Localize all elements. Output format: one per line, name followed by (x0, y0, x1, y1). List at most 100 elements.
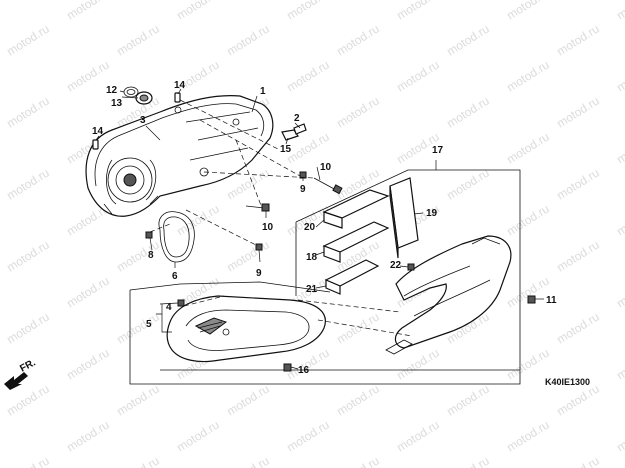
watermark-text: motod.ru (0, 0, 2, 23)
watermark-text: motod.ru (4, 94, 52, 131)
front-direction-arrow-icon (4, 372, 28, 390)
watermark-text: motod.ru (334, 310, 382, 347)
watermark-text: motod.ru (554, 166, 602, 203)
callout-5: 5 (146, 319, 152, 330)
watermark-text: motod.ru (114, 22, 162, 59)
watermark-text: motod.ru (554, 310, 602, 347)
watermark-text: motod.ru (114, 382, 162, 419)
clip-2 (293, 123, 307, 135)
callout-6: 6 (172, 271, 178, 282)
watermark-text: motod.ru (174, 418, 222, 455)
watermark-text: motod.ru (0, 418, 2, 455)
watermark-text: motod.ru (554, 238, 602, 275)
callout-3: 3 (140, 115, 146, 126)
callout-12: 12 (106, 85, 118, 96)
callout-8: 8 (148, 250, 154, 261)
diagram-code: K40IE1300 (545, 377, 590, 387)
callout-4: 4 (166, 302, 172, 313)
filter-19 (389, 177, 419, 259)
bolt-11 (527, 295, 544, 304)
watermark-text: motod.ru (284, 58, 332, 95)
watermark-text: motod.ru (394, 346, 442, 383)
watermark-text: motod.ru (614, 0, 625, 23)
watermark-text: motod.ru (334, 94, 382, 131)
watermark-text: motod.ru (554, 382, 602, 419)
watermark-text: motod.ru (554, 22, 602, 59)
watermark-text: motod.ru (614, 58, 625, 95)
callout-9: 9 (256, 268, 262, 279)
watermark-text: motod.ru (614, 418, 625, 455)
watermark-text: motod.ru (444, 382, 492, 419)
callout-2: 2 (294, 113, 300, 124)
callout-11: 11 (546, 295, 557, 306)
watermark-text: motod.ru (114, 454, 162, 468)
callout-10: 10 (320, 162, 332, 173)
callout-17: 17 (432, 145, 444, 156)
watermark-text: motod.ru (174, 0, 222, 23)
watermark-text: motod.ru (554, 454, 602, 468)
clip-15 (281, 129, 299, 141)
screw-4 (177, 299, 185, 307)
watermark-text: motod.ru (444, 94, 492, 131)
watermark-text: motod.ru (4, 310, 52, 347)
watermark-text: motod.ru (0, 130, 2, 167)
watermark-text: motod.ru (614, 346, 625, 383)
watermark-text: motod.ru (394, 58, 442, 95)
filter-20 (322, 189, 390, 229)
filter-set-box-17 (295, 160, 521, 296)
watermark-text: motod.ru (64, 274, 112, 311)
inner-cover-bracket (385, 235, 512, 355)
watermark-text: motod.ru (334, 22, 382, 59)
outer-cover-5 (166, 295, 326, 363)
plug-13 (135, 91, 153, 105)
callout-15: 15 (280, 144, 292, 155)
watermark-text: motod.ru (504, 202, 552, 239)
bolt-10-lower (245, 203, 270, 212)
watermark-text: motod.ru (224, 22, 272, 59)
watermark-text: motod.ru (64, 346, 112, 383)
watermark-text: motod.ru (4, 238, 52, 275)
watermark-text: motod.ru (64, 0, 112, 23)
bolt-10-upper (313, 177, 343, 195)
watermark-text: motod.ru (284, 0, 332, 23)
watermark-text: motod.ru (394, 418, 442, 455)
watermark-text: motod.ru (444, 22, 492, 59)
watermark-text: motod.ru (504, 130, 552, 167)
callout-14: 14 (174, 80, 186, 91)
watermark-text: motod.ru (0, 58, 2, 95)
watermark-text: motod.ru (554, 94, 602, 131)
watermark-text: motod.ru (4, 454, 52, 468)
watermark-text: motod.ru (64, 58, 112, 95)
bolt-22 (407, 263, 415, 271)
watermark-text: motod.ru (4, 22, 52, 59)
watermark-text: motod.ru (614, 130, 625, 167)
callout-18: 18 (306, 252, 318, 263)
bolt-8 (145, 231, 153, 239)
watermark-text: motod.ru (504, 0, 552, 23)
watermark-text: motod.ru (4, 166, 52, 203)
watermark-text: motod.ru (224, 238, 272, 275)
callout-16: 16 (298, 365, 310, 376)
watermark-text: motod.ru (614, 202, 625, 239)
watermark-text: motod.ru (0, 202, 2, 239)
watermark-text: motod.ru (614, 274, 625, 311)
watermark-text: motod.ru (0, 346, 2, 383)
filter-21 (324, 259, 380, 295)
leader-lines (95, 88, 424, 333)
left-crankcase-cover (85, 95, 274, 217)
watermark-text: motod.ru (334, 382, 382, 419)
callout-10: 10 (262, 222, 274, 233)
callout-21: 21 (306, 284, 318, 295)
watermark-text: motod.ru (284, 418, 332, 455)
gasket-6 (158, 211, 195, 263)
dowel-14-top (174, 92, 181, 103)
callout-13: 13 (111, 98, 123, 109)
watermark-text: motod.ru (114, 310, 162, 347)
callout-19: 19 (426, 208, 438, 219)
watermark-text: motod.ru (224, 382, 272, 419)
callout-20: 20 (304, 222, 316, 233)
watermark-text: motod.ru (504, 418, 552, 455)
watermark-text: motod.ru (64, 418, 112, 455)
